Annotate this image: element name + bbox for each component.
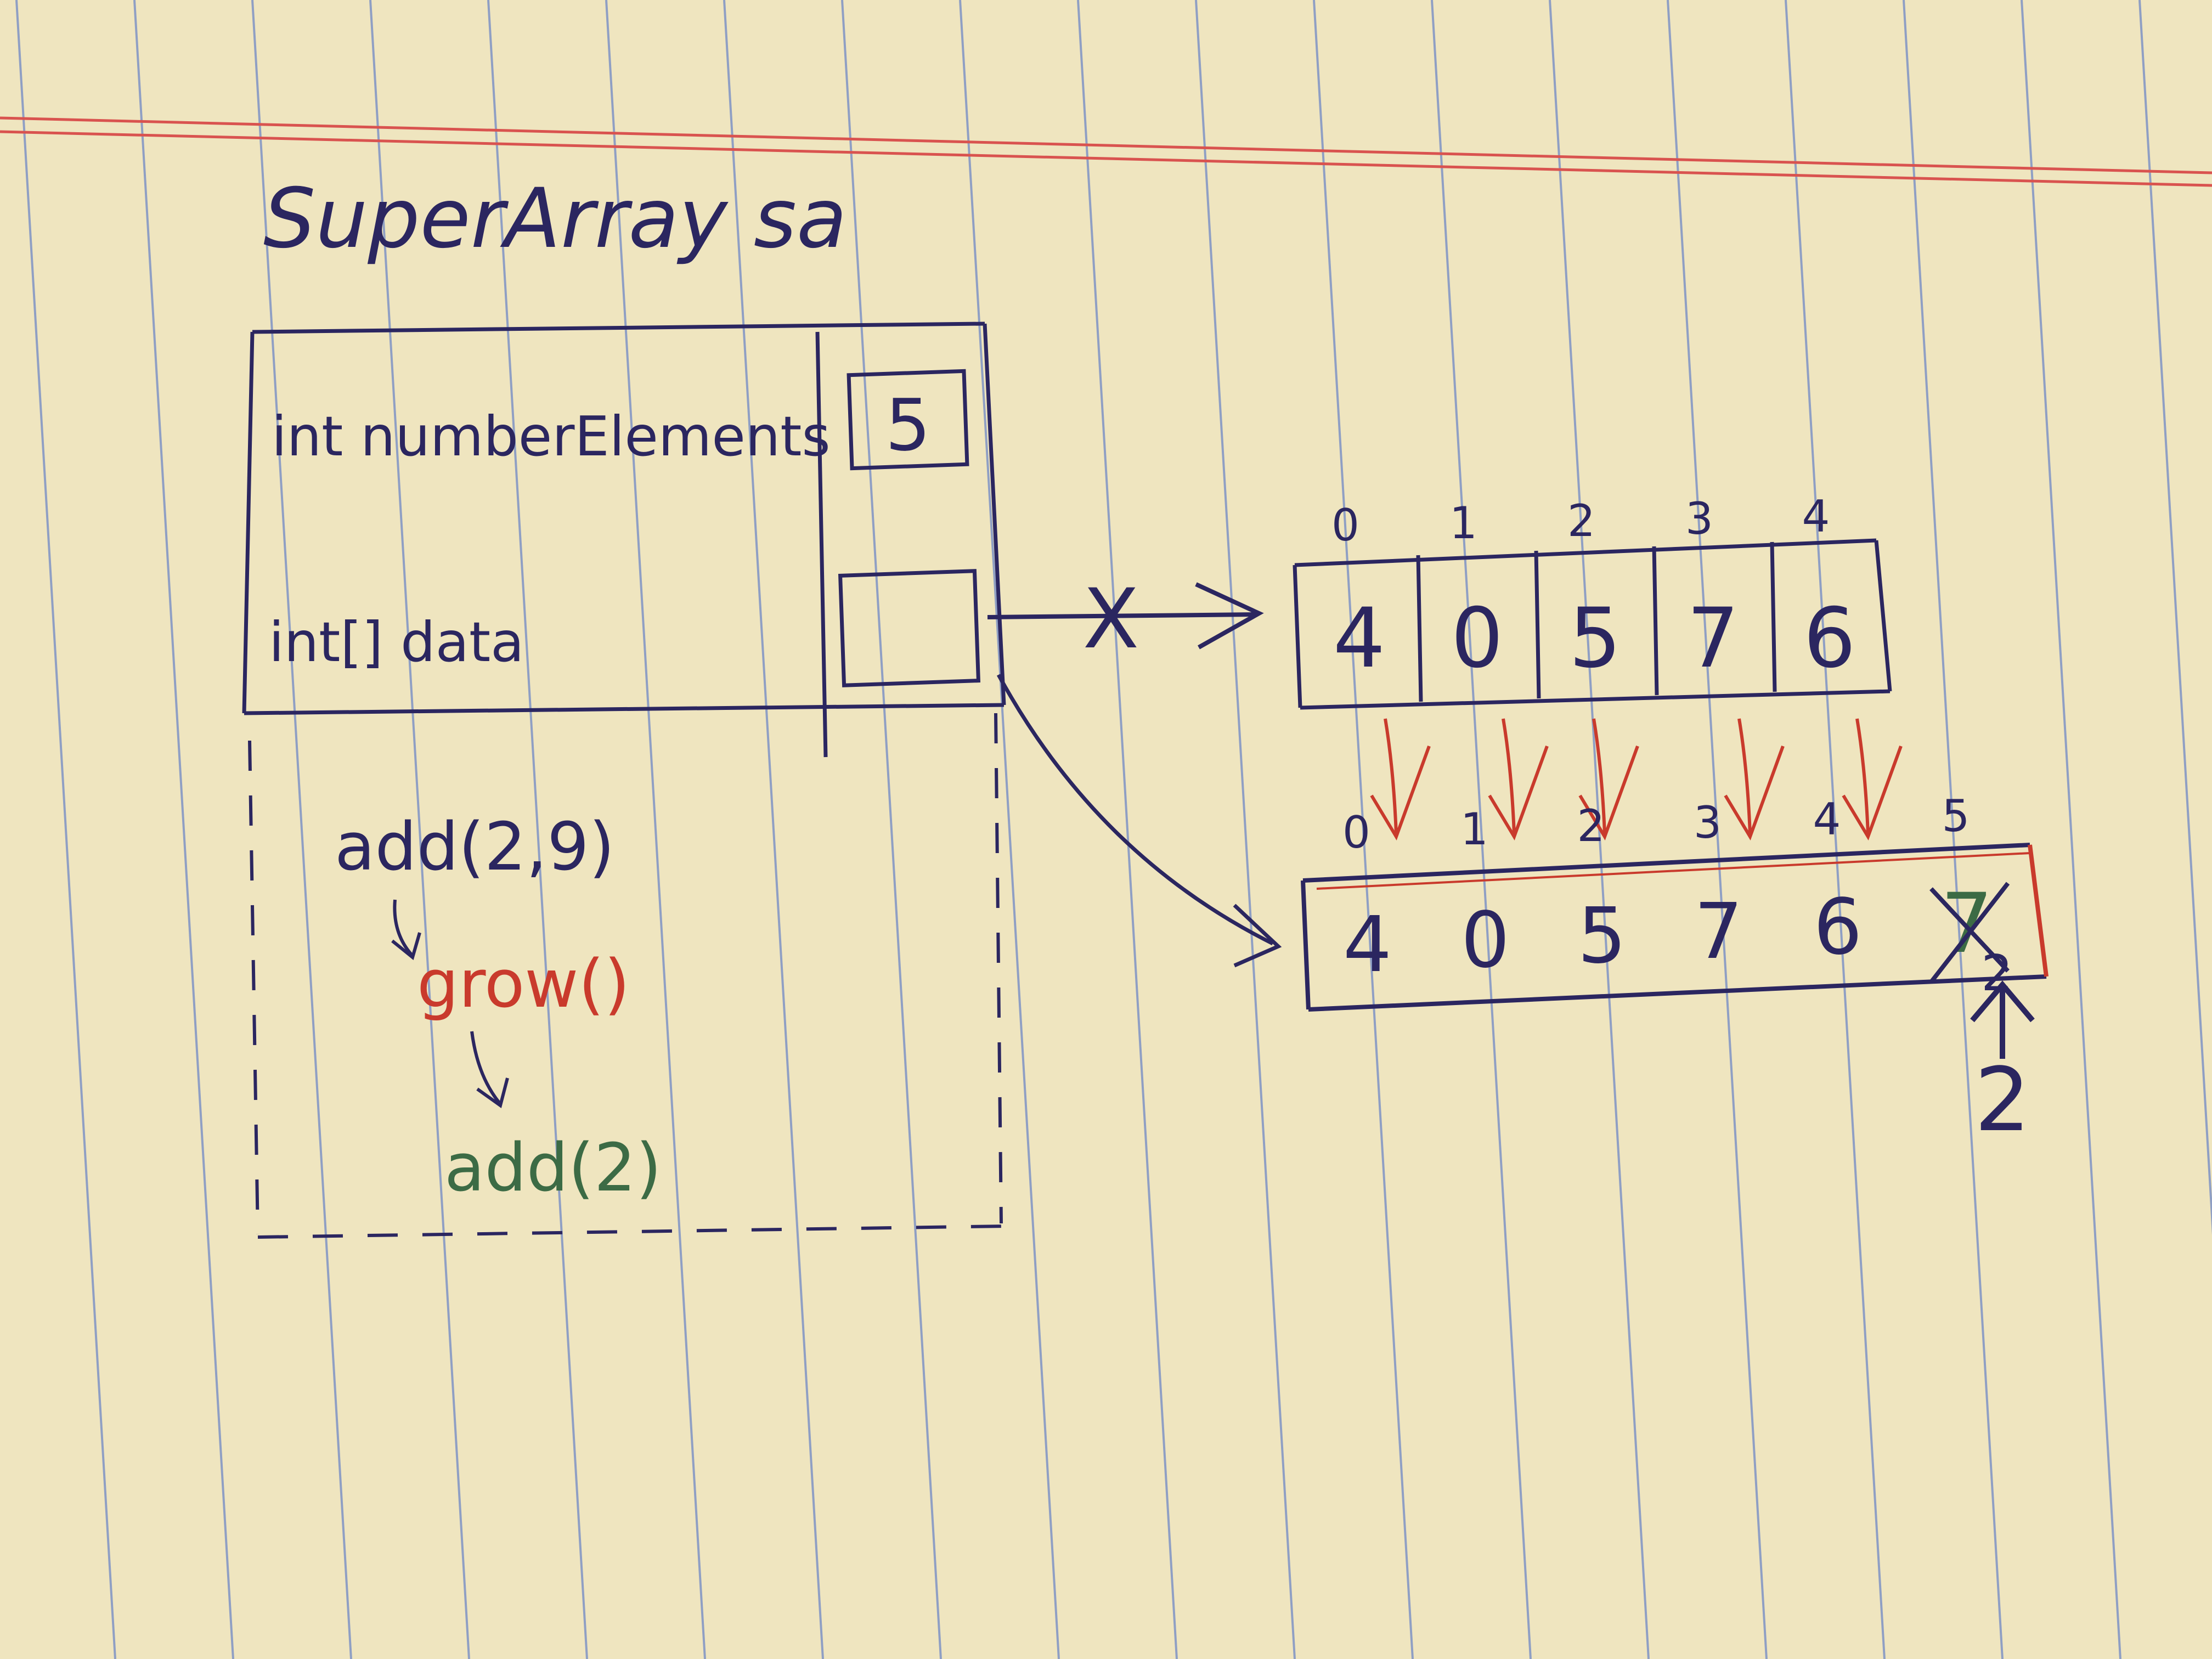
margin-lines xyxy=(0,116,2212,187)
field-data-label: int[] data xyxy=(269,610,524,674)
old-array-value: 6 xyxy=(1803,591,1855,686)
new-array-index: 0 xyxy=(1342,807,1370,858)
old-array-index: 3 xyxy=(1685,493,1713,544)
ruled-line xyxy=(1903,0,2004,1659)
new-pointer-arrow xyxy=(996,674,1282,968)
ruled-line xyxy=(133,0,234,1659)
new-array-frame xyxy=(1301,843,2049,1012)
old-array-value: 7 xyxy=(1687,591,1739,686)
copy-arrow xyxy=(1578,718,1639,840)
copy-arrows xyxy=(1370,718,1903,840)
add-single-call: add(2) xyxy=(444,1130,662,1206)
old-array-value: 4 xyxy=(1333,591,1385,686)
field-count-value: 5 xyxy=(885,383,931,467)
field-count-label: int numberElements xyxy=(272,404,831,469)
old-array-divider xyxy=(1770,541,1777,692)
ruled-line xyxy=(1077,0,1178,1659)
ruled-line xyxy=(959,0,1060,1659)
methods-box xyxy=(248,713,1005,1239)
old-array-index: 1 xyxy=(1449,498,1477,549)
pointer-value: 2 xyxy=(1974,1048,2030,1151)
old-array-dividers xyxy=(1416,541,1777,702)
ruled-line xyxy=(2138,0,2212,1235)
ruled-line xyxy=(1785,0,1886,1659)
ruled-line xyxy=(723,0,824,1659)
new-array-index: 1 xyxy=(1460,804,1488,855)
cross-mark: X xyxy=(1083,572,1139,667)
ruled-line xyxy=(369,0,470,1659)
ruled-line xyxy=(1431,0,1532,1659)
new-array-value: 7 xyxy=(1694,887,1743,977)
old-array-divider xyxy=(1652,546,1659,696)
new-array-value: 5 xyxy=(1577,891,1626,981)
new-array-value: 6 xyxy=(1813,883,1862,972)
ruled-line xyxy=(841,0,942,1659)
old-pointer-arrow xyxy=(987,582,1264,650)
old-array-index: 4 xyxy=(1802,491,1830,542)
old-array-index: 2 xyxy=(1567,495,1595,546)
old-array-divider xyxy=(1534,550,1541,699)
old-array-value: 0 xyxy=(1451,591,1503,686)
call-arrow-2 xyxy=(470,1031,509,1108)
object-box xyxy=(242,321,1006,758)
add-call: add(2,9) xyxy=(335,809,614,885)
ruled-line xyxy=(251,0,352,1659)
new-array-value: 0 xyxy=(1461,896,1510,985)
data-pointer-box xyxy=(838,569,981,687)
new-array-index: 3 xyxy=(1694,797,1722,848)
old-array-frame xyxy=(1293,538,1892,710)
grow-call: grow() xyxy=(417,946,630,1023)
call-arrow-1 xyxy=(391,899,421,961)
ruled-line xyxy=(1195,0,1296,1659)
old-array-divider xyxy=(1416,555,1423,702)
ruled-line xyxy=(1667,0,1768,1659)
copy-arrow xyxy=(1370,718,1431,840)
new-array-value: 4 xyxy=(1343,900,1392,990)
old-array-value: 5 xyxy=(1569,591,1621,686)
ruled-line xyxy=(605,0,706,1659)
ruled-line xyxy=(487,0,588,1659)
ruled-line xyxy=(2021,0,2121,1659)
ruled-line xyxy=(1313,0,1414,1659)
new-array-index: 4 xyxy=(1813,794,1841,845)
insert-pointer-arrow xyxy=(1970,980,2035,1059)
crossed-value: 7 xyxy=(1929,876,2010,984)
new-array-index: 2 xyxy=(1577,800,1605,851)
new-array-index: 5 xyxy=(1942,791,1970,842)
ruled-line xyxy=(15,0,116,1659)
count-value-box: 5 xyxy=(847,369,969,471)
copy-arrow xyxy=(1724,718,1785,840)
copy-arrow xyxy=(1842,718,1903,840)
old-array-index: 0 xyxy=(1331,500,1359,551)
copy-arrow xyxy=(1488,718,1549,840)
title: SuperArray sa xyxy=(263,171,847,267)
